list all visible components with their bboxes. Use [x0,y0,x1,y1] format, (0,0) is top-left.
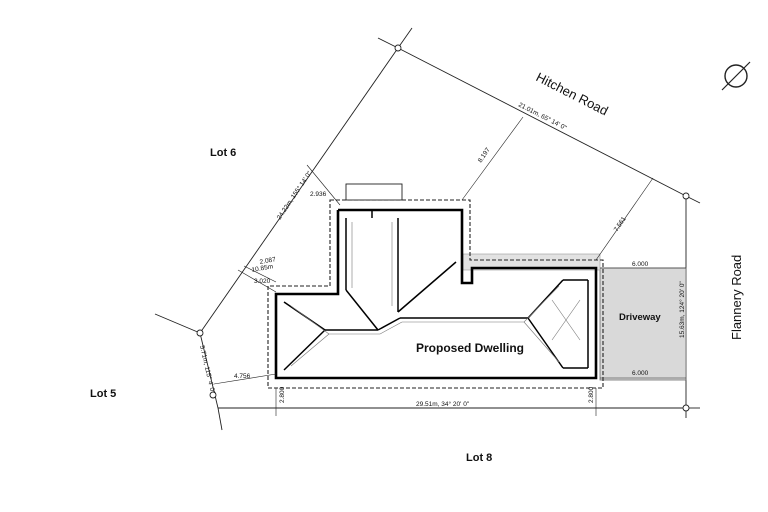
lot8-label: Lot 8 [466,452,492,464]
boundary-west-short-label: 5.71m, 115° 4' 0" [198,345,217,395]
dim-6000-bottom: 6.000 [632,370,649,377]
dim-2936: 2.936 [310,191,327,198]
dim-3020: 3.020 [254,278,271,285]
lot6-label: Lot 6 [210,147,236,159]
dim-2087: 2.087 [259,256,277,266]
dimension-lines [213,116,686,416]
dim-4756: 4.756 [234,373,251,380]
dim-6000-top: 6.000 [632,261,649,268]
dim-2800-left: 2.800 [279,386,286,403]
boundary-corner-markers [196,44,690,412]
dim-2800-right: 2.800 [588,386,595,403]
north-arrow-icon [721,61,751,91]
hitchen-road-label: Hitchen Road [534,69,611,118]
dim-1085: 10.85m [251,263,274,274]
dim-8197: 8.197 [477,146,492,164]
dwelling-eaves [267,199,604,389]
chimney [345,183,403,201]
boundary-north-east-label: 21.01m, 65° 14' 0" [517,101,569,133]
driveway-label: Driveway [619,312,661,323]
boundary-east-label: 15.63m, 124° 20' 0" [678,281,686,338]
lot5-label: Lot 5 [90,388,116,400]
dwelling-walls [274,208,598,380]
dim-7561: 7.561 [613,215,628,233]
boundary-south-label: 29.51m, 34° 20' 0" [416,400,470,408]
proposed-dwelling-label: Proposed Dwelling [416,341,524,355]
flannery-road-label: Flannery Road [729,255,744,340]
boundary-north-west-label: 24.22m, 155° 14' 0" [275,169,314,221]
roof-inner-lines [290,222,581,367]
